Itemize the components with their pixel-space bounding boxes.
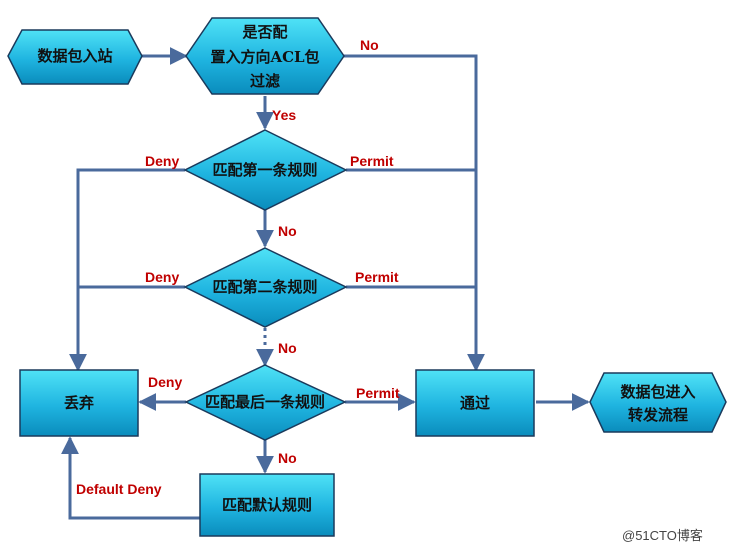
acl-check-line-3: 过滤 xyxy=(250,72,280,90)
connectors xyxy=(61,47,590,520)
rule2-diamond-shape xyxy=(183,247,348,328)
rule-last-label: 匹配最后一条规则 xyxy=(205,393,325,411)
node-start: 数据包入站 xyxy=(7,29,143,85)
edge-label-rule2-no: No xyxy=(278,340,297,356)
acl-check-line-2: 置入方向ACL包 xyxy=(210,48,319,66)
watermark-text: @51CTO博客 xyxy=(622,528,703,543)
arrow-rule1-deny-to-drop xyxy=(69,168,185,372)
node-default-rule: 匹配默认规则 xyxy=(199,473,335,537)
arrow-acl-no-to-pass xyxy=(344,54,485,372)
default-rule-label: 匹配默认规则 xyxy=(222,496,312,514)
node-rule2: 匹配第二条规则 xyxy=(183,247,348,328)
pass-label: 通过 xyxy=(460,394,490,412)
edge-label-rule2-deny: Deny xyxy=(145,269,179,285)
arrow-default-deny-to-drop xyxy=(61,436,200,520)
start-label: 数据包入站 xyxy=(37,47,112,65)
rule-last-diamond-shape xyxy=(184,364,347,441)
edge-label-rule1-no: No xyxy=(278,223,297,239)
node-forward: 数据包进入 转发流程 xyxy=(589,372,727,433)
acl-check-line-1: 是否配 xyxy=(241,23,287,41)
edge-label-acl-yes: Yes xyxy=(272,107,296,123)
edge-label-last-deny: Deny xyxy=(148,374,182,390)
default-rule-rect-shape xyxy=(199,473,335,537)
node-drop: 丢弃 xyxy=(19,369,139,437)
node-rule-last: 匹配最后一条规则 xyxy=(184,364,347,441)
rule1-label: 匹配第一条规则 xyxy=(212,161,317,179)
edge-labels: No Yes Deny Permit No Deny Permit No Den… xyxy=(76,37,400,497)
rule1-diamond-shape xyxy=(183,129,348,211)
edge-label-rule2-permit: Permit xyxy=(355,269,399,285)
edge-label-rule1-permit: Permit xyxy=(350,153,394,169)
edge-label-acl-no: No xyxy=(360,37,379,53)
drop-label: 丢弃 xyxy=(64,394,94,412)
node-pass: 通过 xyxy=(415,369,535,437)
acl-check-shape xyxy=(185,17,345,95)
edge-label-last-no: No xyxy=(278,450,297,466)
edge-label-last-permit: Permit xyxy=(356,385,400,401)
edge-label-rule1-deny: Deny xyxy=(145,153,179,169)
pass-rect-shape xyxy=(415,369,535,437)
start-hexagon-shape xyxy=(7,29,143,85)
edge-label-default-deny: Default Deny xyxy=(76,481,162,497)
node-acl-check: 是否配 置入方向ACL包 过滤 xyxy=(185,17,345,95)
drop-rect-shape xyxy=(19,369,139,437)
forward-line-1: 数据包进入 xyxy=(620,383,695,401)
forward-hexagon-shape xyxy=(589,372,727,433)
node-rule1: 匹配第一条规则 xyxy=(183,129,348,211)
rule2-label: 匹配第二条规则 xyxy=(212,278,317,296)
forward-line-2: 转发流程 xyxy=(628,406,688,424)
